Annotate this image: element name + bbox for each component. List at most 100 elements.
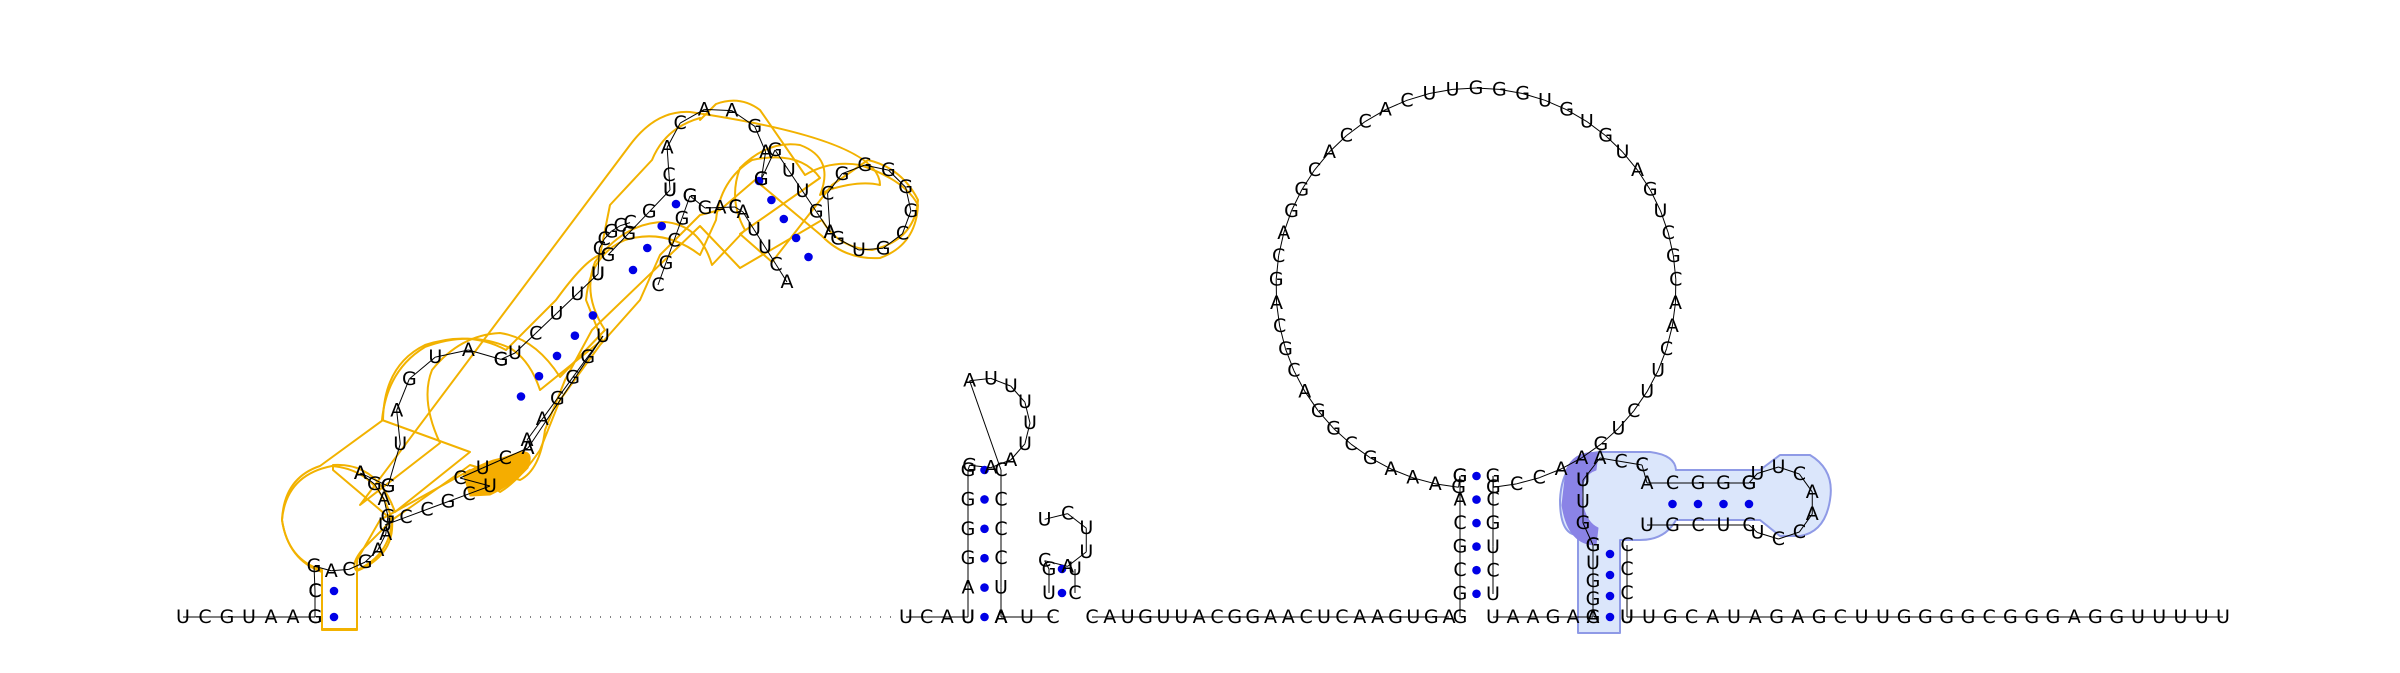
base-pair-dot [791, 233, 801, 243]
backbone-link [1657, 348, 1668, 371]
nucleotide: A [2068, 606, 2081, 628]
backbone-link [500, 352, 516, 360]
backbone-link [556, 293, 578, 314]
nucleotide: U [1004, 375, 1018, 397]
nucleotide: U [428, 346, 442, 368]
backbone-link [1560, 457, 1582, 470]
backbone-link [1646, 370, 1659, 392]
backbone-link [377, 533, 387, 551]
nucleotide: A [265, 606, 278, 628]
backbone-link [535, 313, 557, 334]
nucleotide: C [667, 230, 680, 252]
nucleotide: G [367, 473, 382, 495]
nucleotide: C [1272, 245, 1285, 267]
backbone-link [969, 380, 1002, 471]
nucleotide: A [522, 437, 535, 459]
backbone-link [1301, 169, 1315, 191]
nucleotide: G [754, 168, 769, 190]
nucleotide: A [1594, 447, 1607, 469]
nucleotide: U [176, 606, 190, 628]
nucleotide: A [995, 606, 1008, 628]
nucleotide: A [824, 221, 837, 243]
nucleotide: A [1641, 472, 1654, 494]
nucleotide: G [1278, 338, 1293, 360]
backbone-link [1458, 475, 1461, 488]
nucleotide: G [1576, 512, 1591, 534]
backbone-link [760, 149, 776, 180]
nucleotide: C [1453, 512, 1466, 534]
base-pair-dot [1057, 588, 1067, 598]
backbone-link [1044, 513, 1068, 520]
nucleotide: C [1614, 451, 1627, 473]
nucleotide: G [494, 348, 509, 370]
nucleotide: A [1004, 449, 1017, 471]
nucleotide: G [441, 491, 456, 513]
nucleotide: C [1287, 360, 1300, 382]
nucleotide: C [1742, 514, 1755, 536]
nucleotide: U [984, 367, 998, 389]
backbone-link [527, 335, 604, 449]
nucleotide: C [1834, 606, 1847, 628]
nucleotide: G [1586, 570, 1601, 592]
nucleotide: A [1527, 606, 1540, 628]
nucleotide: A [325, 560, 338, 582]
backbone-link [753, 229, 766, 248]
backbone-link [1798, 473, 1813, 493]
nucleotide: C [420, 498, 433, 520]
nucleotide: U [378, 514, 392, 536]
backbone-link [1637, 169, 1651, 191]
nucleotide: U [1717, 514, 1731, 536]
backbone-link [815, 211, 831, 233]
nucleotide: U [393, 433, 407, 455]
backbone-link [704, 207, 721, 209]
base-pair-dot [1605, 612, 1615, 622]
backbone-link [313, 565, 332, 572]
nucleotide: A [1806, 503, 1819, 525]
backbone-link [1278, 232, 1285, 257]
base-pair-dot [329, 612, 339, 622]
nucleotide: U [1174, 606, 1188, 628]
backbone-link [313, 566, 316, 592]
nucleotide: G [1586, 606, 1601, 628]
nucleotide: A [1666, 315, 1679, 337]
nucleotide: C [1510, 473, 1523, 495]
nucleotide: A [1371, 606, 1384, 628]
nucleotide: C [399, 506, 412, 528]
nucleotide: G [1586, 534, 1601, 556]
nucleotide: G [1691, 472, 1706, 494]
nucleotide: C [1533, 467, 1546, 489]
base-pair-dot [657, 221, 666, 231]
backbone-link [1757, 532, 1779, 540]
nucleotide: C [1662, 222, 1675, 244]
nucleotide: U [1156, 606, 1170, 628]
backbone-link [1067, 551, 1087, 567]
backbone-link [1364, 109, 1386, 122]
nucleotide: G [1451, 476, 1466, 498]
nucleotide: U [1611, 418, 1625, 440]
backbone-link [1493, 483, 1517, 488]
backbone-link [1317, 410, 1335, 429]
base-pair-dot [1472, 495, 1481, 504]
nucleotide: G [1769, 606, 1784, 628]
backbone-link [1329, 135, 1347, 153]
backbone-link [409, 356, 436, 380]
base-pair-dot [534, 371, 544, 381]
backbone-link [1600, 428, 1619, 445]
nucleotide: A [354, 462, 367, 484]
backbone-link [459, 467, 483, 479]
backbone-link [1390, 468, 1413, 479]
nucleotide: G [961, 547, 976, 569]
backbone-link [1605, 135, 1623, 153]
nucleotide: U [591, 263, 605, 285]
backbone-link [1284, 348, 1295, 371]
nucleotide: G [1469, 77, 1484, 99]
base-pair-dot [1472, 565, 1481, 575]
nucleotide: G [830, 227, 845, 249]
backbone-link [556, 377, 574, 399]
nucleotide: G [1918, 606, 1933, 628]
backbone-link [1798, 513, 1813, 533]
nucleotide: U [596, 325, 610, 347]
orange-domain-spacer [359, 110, 881, 506]
nucleotide: G [308, 606, 323, 628]
